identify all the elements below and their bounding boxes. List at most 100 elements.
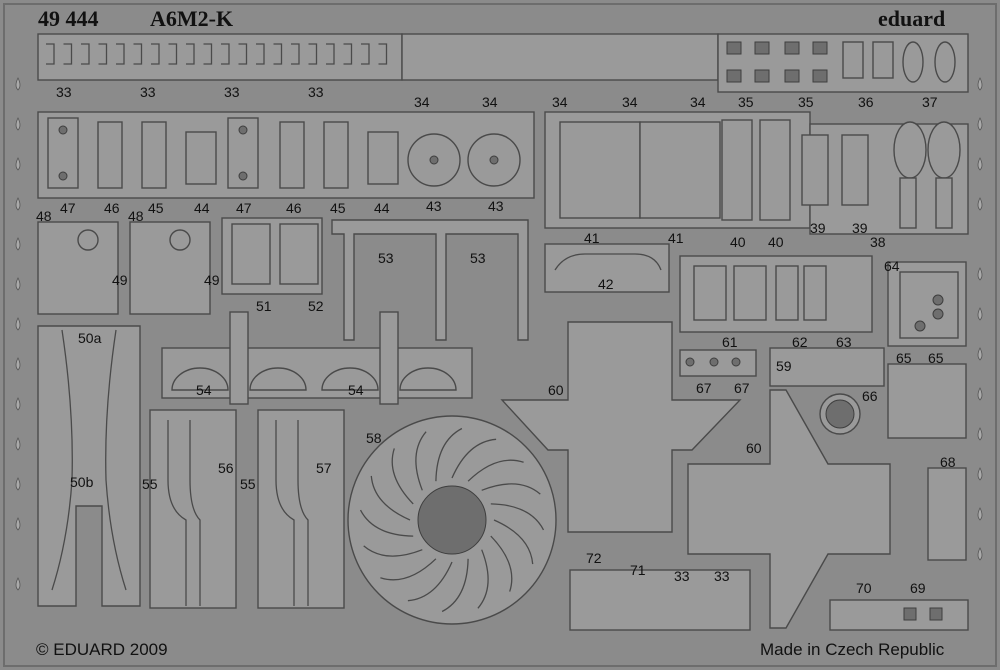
part-68 — [927, 467, 967, 561]
part-label: 34 — [690, 94, 706, 110]
part-label: 35 — [798, 94, 814, 110]
parts-54 — [161, 311, 473, 405]
part-35-36-37-block — [717, 33, 969, 93]
part-label: 44 — [194, 200, 210, 216]
part-label: 65 — [896, 350, 912, 366]
part-label: 46 — [104, 200, 120, 216]
part-label: 41 — [668, 230, 684, 246]
part-label: 40 — [768, 234, 784, 250]
part-label: 43 — [488, 198, 504, 214]
parts-39-38-block — [801, 121, 969, 235]
part-label: 44 — [374, 200, 390, 216]
brand-name: eduard — [878, 6, 946, 31]
part-label: 39 — [810, 220, 826, 236]
parts-61-63 — [679, 255, 873, 333]
part-label: 33 — [308, 84, 324, 100]
part-50 — [37, 325, 141, 607]
part-label: 58 — [366, 430, 382, 446]
part-label: 67 — [734, 380, 750, 396]
part-label: 54 — [196, 382, 212, 398]
part-label: 72 — [586, 550, 602, 566]
part-label: 64 — [884, 258, 900, 274]
parts-48-49 — [37, 221, 211, 315]
part-58-fan — [347, 415, 557, 625]
part-label: 36 — [858, 94, 874, 110]
part-label: 41 — [584, 230, 600, 246]
parts-72-71-33 — [569, 569, 751, 631]
part-label: 52 — [308, 298, 324, 314]
part-33-strip — [37, 33, 403, 81]
copyright-text: © EDUARD 2009 — [36, 640, 168, 659]
parts-55-57 — [149, 409, 345, 609]
part-60-upper — [500, 321, 742, 533]
part-label: 45 — [148, 200, 164, 216]
part-label: 50a — [78, 330, 102, 346]
part-label: 34 — [482, 94, 498, 110]
part-label: 47 — [236, 200, 252, 216]
parts-41-40-block — [544, 111, 811, 229]
part-label: 39 — [852, 220, 868, 236]
origin-text: Made in Czech Republic — [760, 640, 945, 659]
part-label: 57 — [316, 460, 332, 476]
part-label: 40 — [730, 234, 746, 250]
part-label: 62 — [792, 334, 808, 350]
part-label: 48 — [36, 208, 52, 224]
part-label: 45 — [330, 200, 346, 216]
parts-53 — [331, 219, 529, 341]
part-number: 49 444 — [38, 6, 99, 31]
part-label: 38 — [870, 234, 886, 250]
part-65 — [887, 363, 967, 439]
part-label: 67 — [696, 380, 712, 396]
parts-70-69 — [829, 599, 969, 631]
part-label: 68 — [940, 454, 956, 470]
part-label: 53 — [470, 250, 486, 266]
part-label: 65 — [928, 350, 944, 366]
part-label: 53 — [378, 250, 394, 266]
part-label: 60 — [746, 440, 762, 456]
part-label: 71 — [630, 562, 646, 578]
part-label: 37 — [922, 94, 938, 110]
fret-frame — [3, 3, 997, 667]
part-label: 42 — [598, 276, 614, 292]
part-label: 56 — [218, 460, 234, 476]
part-label: 55 — [142, 476, 158, 492]
part-label: 34 — [622, 94, 638, 110]
part-label: 43 — [426, 198, 442, 214]
part-42 — [544, 243, 670, 293]
model-name: A6M2-K — [150, 6, 234, 31]
part-59 — [769, 347, 885, 387]
part-label: 59 — [776, 358, 792, 374]
part-label: 49 — [204, 272, 220, 288]
part-label: 49 — [112, 272, 128, 288]
part-67 — [679, 349, 757, 377]
part-label: 70 — [856, 580, 872, 596]
part-label: 69 — [910, 580, 926, 596]
part-label: 33 — [140, 84, 156, 100]
part-label: 33 — [224, 84, 240, 100]
part-34-strip — [401, 33, 719, 81]
part-label: 63 — [836, 334, 852, 350]
part-label: 60 — [548, 382, 564, 398]
part-label: 66 — [862, 388, 878, 404]
part-64 — [887, 261, 967, 347]
parts-51-52 — [221, 217, 323, 295]
part-label: 54 — [348, 382, 364, 398]
part-label: 48 — [128, 208, 144, 224]
part-label: 51 — [256, 298, 272, 314]
part-label: 33 — [714, 568, 730, 584]
part-label: 34 — [552, 94, 568, 110]
part-label: 55 — [240, 476, 256, 492]
part-60-lower — [687, 389, 891, 629]
part-label: 50b — [70, 474, 94, 490]
part-label: 61 — [722, 334, 738, 350]
part-label: 47 — [60, 200, 76, 216]
part-label: 33 — [674, 568, 690, 584]
part-label: 33 — [56, 84, 72, 100]
frame-drops — [15, 77, 983, 591]
part-label: 46 — [286, 200, 302, 216]
parts-47-43-block — [37, 111, 535, 199]
part-label: 34 — [414, 94, 430, 110]
part-label: 35 — [738, 94, 754, 110]
